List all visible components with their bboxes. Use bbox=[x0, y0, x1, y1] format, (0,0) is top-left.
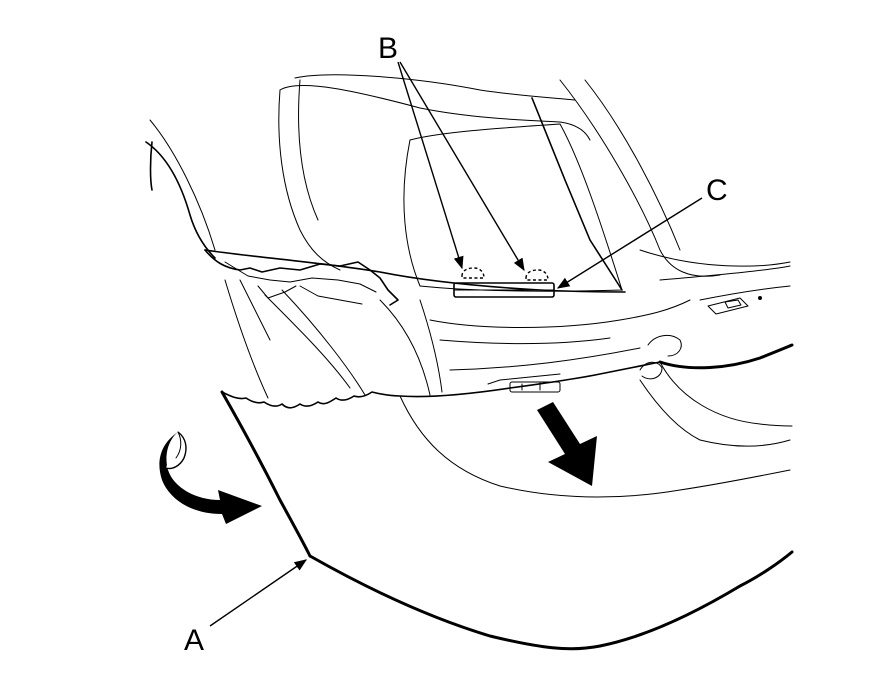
bumper-cover-a bbox=[220, 361, 794, 651]
bumper-bracket bbox=[204, 249, 555, 306]
callout-b: B bbox=[378, 32, 398, 65]
callout-c: C bbox=[706, 174, 728, 207]
leader-b-right bbox=[399, 61, 525, 272]
callout-a: A bbox=[184, 624, 204, 657]
clip-b-left bbox=[461, 267, 485, 279]
leader-a bbox=[209, 559, 308, 627]
clip-b-right bbox=[525, 269, 549, 281]
leader-b-left bbox=[397, 61, 464, 270]
rotation-arrow bbox=[159, 431, 262, 524]
leader-c bbox=[556, 197, 703, 289]
pull-direction-arrow bbox=[537, 402, 597, 486]
leader-lines bbox=[209, 61, 703, 627]
clip-group-b bbox=[461, 267, 549, 281]
vehicle-body bbox=[145, 74, 794, 399]
